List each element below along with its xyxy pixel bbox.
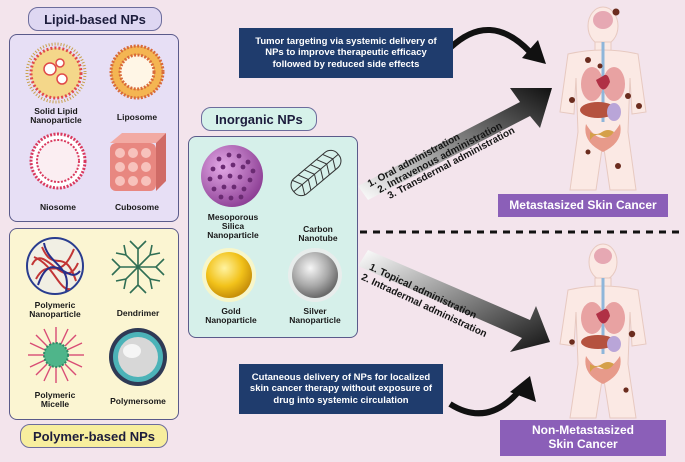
curved-arrow-bottom-head bbox=[510, 376, 536, 402]
polymer-panel: Polymeric Nanoparticle Dendrimer Polymer… bbox=[9, 228, 179, 420]
liposome-icon bbox=[109, 44, 165, 100]
solid-lipid-nanoparticle-label: Solid Lipid Nanoparticle bbox=[30, 106, 82, 125]
systemic-route-arrow bbox=[358, 88, 552, 200]
polymeric-micelle-icon bbox=[28, 327, 84, 383]
mesoporous-silica-icon bbox=[201, 145, 263, 207]
dendrimer-label: Dendrimer bbox=[116, 308, 160, 318]
liposome-label: Liposome bbox=[116, 112, 158, 122]
systemic-description-box: Tumor targeting via systemic delivery of… bbox=[239, 28, 453, 78]
silver-nanoparticle-label: Silver Nanoparticle bbox=[289, 306, 341, 325]
cubosome-label: Cubosome bbox=[115, 202, 159, 212]
niosome-label: Niosome bbox=[40, 202, 76, 212]
niosome-icon bbox=[29, 132, 87, 190]
inorganic-panel-title: Inorganic NPs bbox=[201, 107, 317, 131]
curved-arrow-bottom bbox=[448, 388, 523, 417]
metastasized-outcome-box: Metastasized Skin Cancer bbox=[498, 194, 668, 217]
polymeric-micelle-label: Polymeric Micelle bbox=[34, 390, 76, 409]
cubosome-icon bbox=[110, 133, 166, 191]
polymersome-label: Polymersome bbox=[110, 396, 166, 406]
curved-arrow-top-head bbox=[522, 40, 546, 64]
gold-nanoparticle-icon bbox=[202, 248, 256, 302]
lipid-panel-title: Lipid-based NPs bbox=[28, 7, 162, 31]
gold-nanoparticle-label: Gold Nanoparticle bbox=[205, 306, 257, 325]
dendrimer-icon bbox=[111, 240, 165, 294]
polymer-panel-title: Polymer-based NPs bbox=[20, 424, 168, 448]
local-description-box: Cutaneous delivery of NPs for localized … bbox=[239, 364, 443, 414]
silver-nanoparticle-icon bbox=[288, 248, 342, 302]
curved-arrow-top bbox=[447, 26, 533, 55]
local-route-arrow bbox=[358, 250, 550, 352]
mesoporous-silica-label: Mesoporous Silica Nanoparticle bbox=[207, 212, 259, 240]
carbon-nanotube-label: Carbon Nanotube bbox=[298, 224, 338, 243]
lipid-panel: Solid Lipid Nanoparticle Liposome Niosom… bbox=[9, 34, 179, 222]
human-body-metastasized-illustration bbox=[559, 6, 647, 191]
human-body-non-metastasized-illustration bbox=[559, 243, 647, 419]
polymeric-nanoparticle-icon bbox=[26, 237, 84, 295]
polymersome-icon bbox=[109, 328, 167, 386]
non-metastasized-outcome-box: Non-Metastasized Skin Cancer bbox=[500, 420, 666, 456]
solid-lipid-nanoparticle-icon bbox=[25, 42, 87, 104]
inorganic-panel: Mesoporous Silica Nanoparticle Carbon Na… bbox=[188, 136, 358, 338]
polymeric-nanoparticle-label: Polymeric Nanoparticle bbox=[29, 300, 81, 319]
carbon-nanotube-icon bbox=[290, 149, 342, 197]
